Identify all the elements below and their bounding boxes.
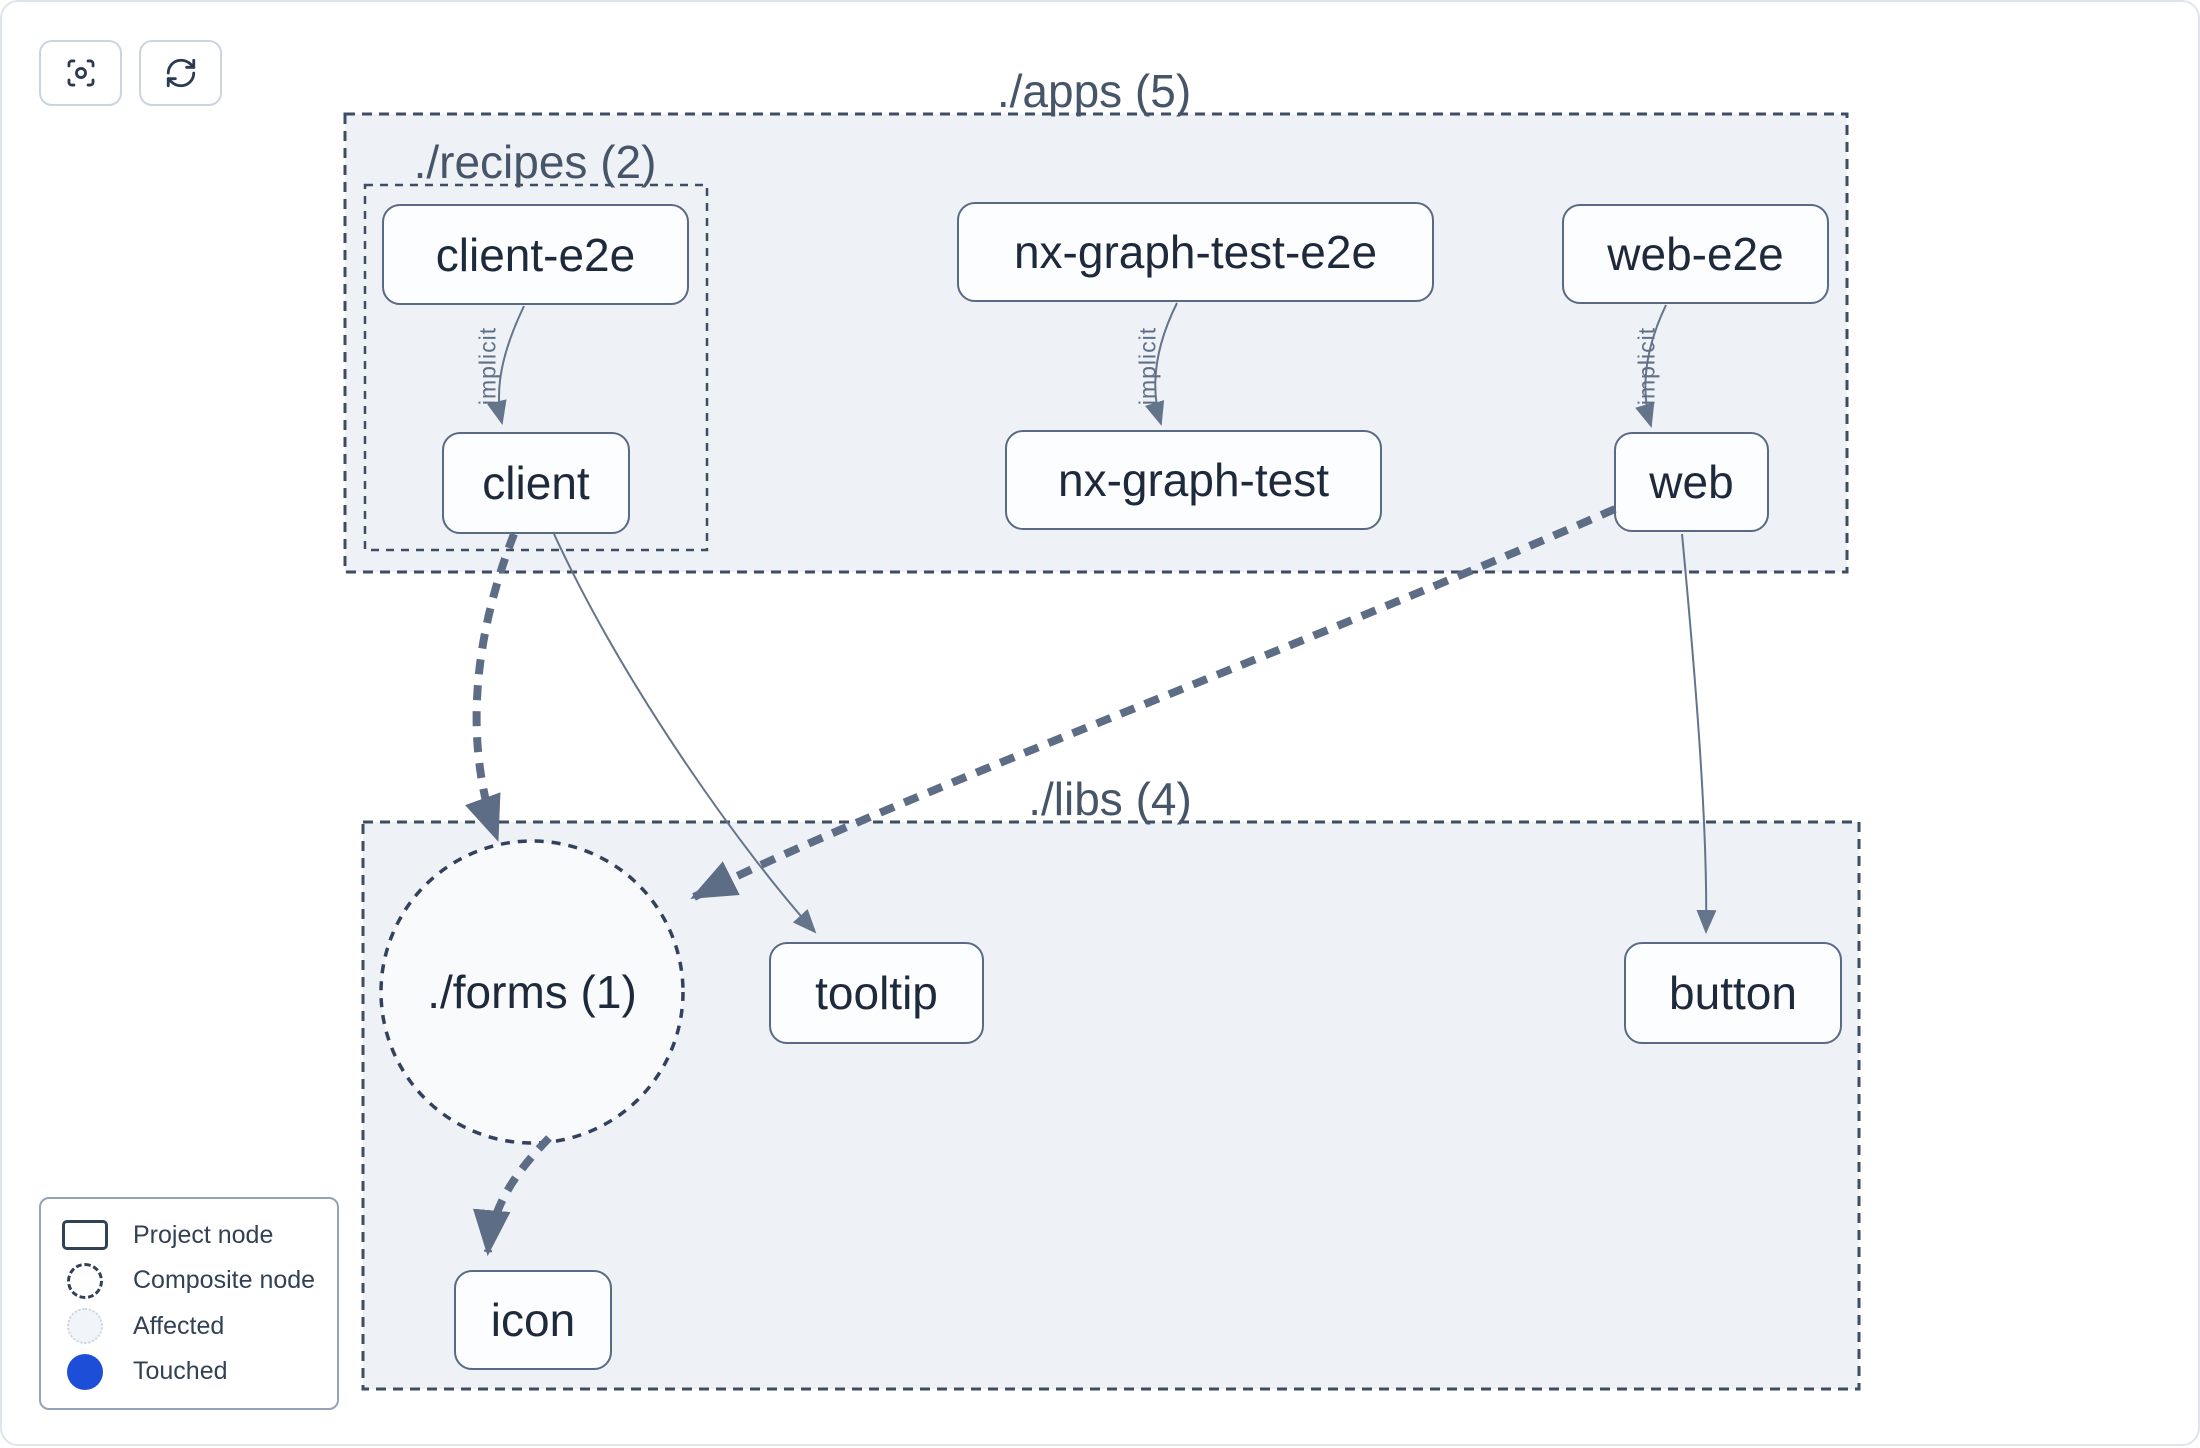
edge-client-e2e-to-client (487, 305, 525, 425)
center-graph-button[interactable] (39, 40, 122, 106)
project-node-swatch (59, 1220, 111, 1250)
project-node-web[interactable]: web (1614, 432, 1769, 532)
composite-node-swatch (59, 1262, 111, 1299)
edge-web-to-button (1681, 533, 1717, 934)
legend: Project node Composite node Affected Tou… (39, 1197, 339, 1410)
project-node-tooltip[interactable]: tooltip (769, 942, 984, 1044)
legend-label: Touched (133, 1357, 228, 1386)
project-node-client-e2e[interactable]: client-e2e (382, 204, 689, 305)
edge-forms-to-icon (472, 1135, 552, 1257)
legend-label: Project node (133, 1220, 274, 1249)
edge-web-to-forms (690, 505, 1617, 901)
project-node-nx-graph-test-e2e[interactable]: nx-graph-test-e2e (957, 202, 1434, 302)
project-node-web-e2e[interactable]: web-e2e (1562, 204, 1829, 304)
edge-label-implicit-client: implicit (474, 326, 501, 406)
legend-item-project-node: Project node (59, 1213, 319, 1257)
project-node-button[interactable]: button (1624, 942, 1842, 1044)
refresh-button[interactable] (139, 40, 222, 106)
project-node-nx-graph-test[interactable]: nx-graph-test (1005, 430, 1382, 530)
legend-item-touched: Touched (59, 1350, 319, 1394)
affected-swatch (59, 1308, 111, 1345)
legend-item-composite-node: Composite node (59, 1259, 319, 1303)
edge-label-implicit-web: implicit (1633, 326, 1660, 406)
group-label-apps: ./apps (5) (996, 65, 1192, 117)
project-node-client[interactable]: client (442, 432, 630, 534)
refresh-icon (166, 58, 195, 88)
edge-client-to-forms (465, 532, 518, 842)
touched-swatch (59, 1353, 111, 1390)
edge-client-to-tooltip (553, 533, 817, 934)
legend-item-affected: Affected (59, 1304, 319, 1348)
group-label-recipes: ./recipes (2) (413, 136, 657, 188)
project-node-icon[interactable]: icon (454, 1270, 612, 1370)
toolbar (39, 40, 222, 106)
focus-icon (67, 59, 94, 87)
group-label-libs: ./libs (4) (1028, 773, 1192, 825)
legend-label: Affected (133, 1311, 225, 1340)
legend-label: Composite node (133, 1266, 316, 1295)
composite-node-forms-label[interactable]: ./forms (1) (427, 966, 637, 1018)
edge-label-implicit-nx-graph-test: implicit (1134, 326, 1161, 406)
